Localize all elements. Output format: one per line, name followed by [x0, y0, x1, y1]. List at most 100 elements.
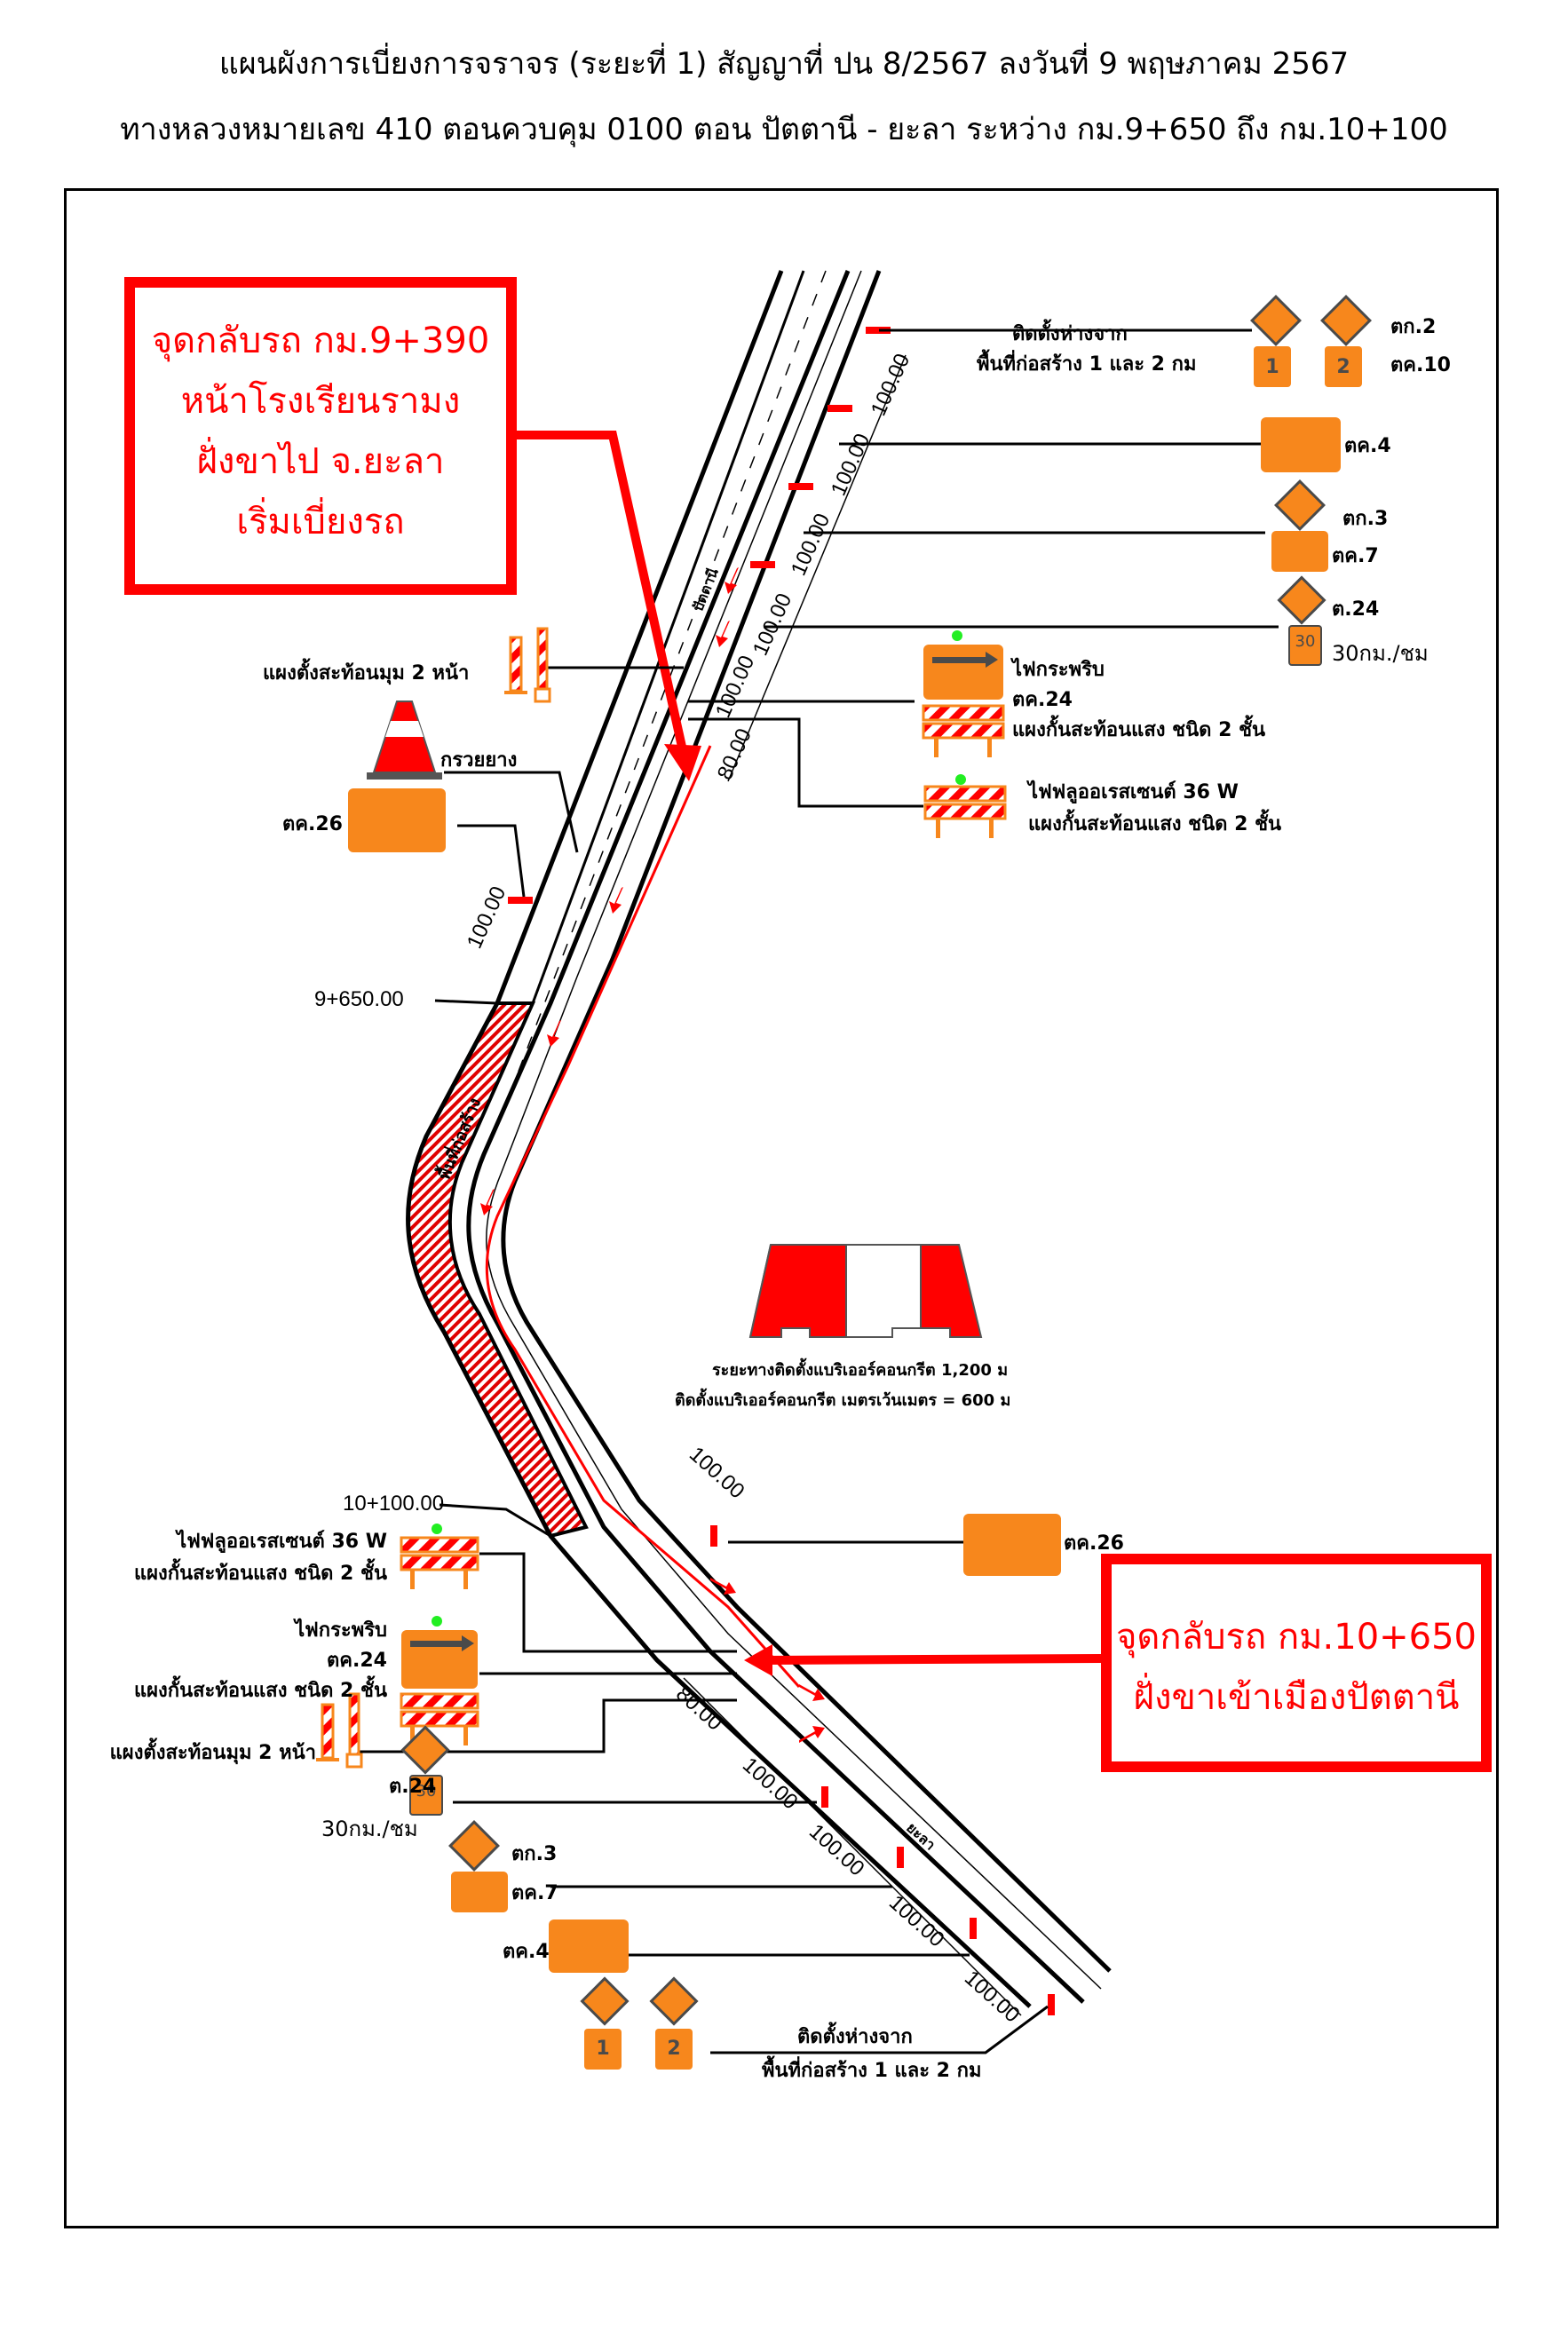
- dim-text: 100.00: [867, 350, 915, 419]
- dim-text: 100.00: [787, 510, 835, 579]
- corner-post-label-south: แผงตั้งสะท้อนมุม 2 หน้า: [109, 1742, 316, 1764]
- flagman-sign-south: [448, 1820, 500, 1872]
- dim-text: 100.00: [960, 1966, 1025, 2027]
- barrier-note-2: ติดตั้งแบริเออร์คอนกรีต เมตรเว้นเมตร = 6…: [675, 1391, 1011, 1410]
- traffic-cone-icon: [367, 700, 442, 780]
- callout-line: เริ่มเบี่ยงรถ: [236, 502, 405, 542]
- code-tk2: ตก.2: [1390, 316, 1437, 338]
- code-t24-south: ต.24: [389, 1776, 437, 1798]
- callout-north-arrowhead: [664, 744, 701, 781]
- barricade-north: [923, 774, 1007, 838]
- station-end: 10+100.00: [343, 1492, 445, 1516]
- barrier-label-north: แผงกั้นสะท้อนแสง ชนิด 2 ชั้น: [1012, 719, 1266, 741]
- north-distance-note-1: ติดตั้งห่างจาก: [1012, 323, 1128, 345]
- sign-post-marker: [750, 561, 775, 568]
- dim-text: 100.00: [685, 1442, 749, 1503]
- tk24-label-south: ตค.24: [327, 1650, 387, 1672]
- south-dimension-line: [683, 1677, 1022, 2016]
- sign-post-marker: [828, 405, 852, 412]
- speed-label: 30กม./ชม: [1332, 641, 1429, 666]
- north-dim-texts: 100.00 100.00 100.00 100.00 100.00 80.00…: [463, 350, 915, 952]
- callout-north-pointer: [517, 431, 688, 756]
- plate-number-2: 2: [1336, 356, 1350, 378]
- sign-post-marker: [821, 1786, 828, 1808]
- sign-post-marker: [710, 1525, 717, 1547]
- end-of-construction-sign: [348, 788, 446, 852]
- arrow-board-north: [922, 630, 1005, 757]
- code-tk3: ตก.3: [1342, 508, 1389, 530]
- warning-sign-tk2-2: [1320, 295, 1372, 346]
- lane-narrows-sign-south: [400, 1725, 450, 1775]
- reduce-speed-sign-south: [451, 1872, 508, 1912]
- barrier-note-1: ระยะทางติดตั้งแบริเออร์คอนกรีต 1,200 ม: [712, 1361, 1009, 1380]
- code-tk10: ตค.10: [1390, 354, 1451, 376]
- red-arrow: [725, 567, 739, 594]
- traffic-arrows: [480, 567, 825, 1743]
- road-work-ahead-sign: [1261, 417, 1341, 472]
- barrier-label-south: แผงกั้นสะท้อนแสง ชนิด 2 ชั้น: [133, 1563, 387, 1585]
- plate-number-south-2: 2: [667, 2038, 680, 2060]
- red-arrow: [710, 1578, 736, 1595]
- code-t24: ต.24: [1332, 598, 1380, 621]
- barrier-label-north-2: แผงกั้นสะท้อนแสง ชนิด 2 ชั้น: [1028, 813, 1282, 835]
- corner-post-icon-south: [316, 1692, 363, 1769]
- barricade-south: [400, 1524, 479, 1589]
- flasher-label-south: ไฟกระพริบ: [295, 1619, 387, 1642]
- north-dimension-line: [727, 354, 907, 782]
- distance-plate-south-1: [584, 2029, 622, 2070]
- dim-text: 80.00: [671, 1682, 727, 1735]
- plan-subtitle: ทางหลวงหมายเลข 410 ตอนควบคุม 0100 ตอน ปั…: [120, 112, 1448, 147]
- callout-south-pointer: [763, 1654, 1102, 1665]
- warning-sign-south-2: [649, 1976, 699, 2026]
- north-distance-note-2: พื้นที่ก่อสร้าง 1 และ 2 กม: [977, 353, 1197, 376]
- tk26-label-south: ตค.26: [1064, 1532, 1124, 1555]
- code-tk3-south: ตก.3: [511, 1843, 558, 1865]
- sign-post-marker: [866, 327, 891, 334]
- plate-number-south-1: 1: [596, 2038, 609, 2060]
- callout-south-arrowhead: [744, 1644, 772, 1676]
- plate-number-1: 1: [1265, 356, 1279, 378]
- red-arrow: [799, 1726, 825, 1743]
- corner-post-label-north: แผงตั้งสะท้อนมุม 2 หน้า: [263, 662, 470, 685]
- speed-number-south: 30: [416, 1782, 437, 1801]
- concrete-barrier-icon: [748, 1244, 983, 1338]
- fluorescent-label-south: ไฟฟลูออเรสเซนต์ 36 W: [177, 1531, 387, 1553]
- distance-plate-south-2: [655, 2029, 693, 2070]
- flagman-sign: [1274, 479, 1326, 531]
- callout-line: ฝั่งขาไป จ.ยะลา: [196, 441, 445, 482]
- sign-post-marker: [897, 1847, 904, 1868]
- dim-text: 80.00: [713, 725, 756, 784]
- flasher-label-north: ไฟกระพริบ: [1012, 659, 1105, 681]
- red-arrow: [480, 1189, 495, 1215]
- cone-label: กรวยยาง: [440, 749, 518, 772]
- drawing-frame: [64, 188, 1499, 2228]
- end-of-construction-sign-south: [963, 1514, 1061, 1576]
- sign-post-marker: [508, 897, 533, 904]
- callout-line: ฝั่งขาเข้าเมืองปัตตานี: [1133, 1677, 1460, 1718]
- detour-traffic-lines: [485, 745, 801, 1688]
- corner-post-icon-north: [504, 627, 551, 703]
- barrier-label-south-2: แผงกั้นสะท้อนแสง ชนิด 2 ชั้น: [133, 1680, 387, 1702]
- dim-text: 100.00: [463, 883, 511, 952]
- sign-post-marker: [788, 483, 813, 490]
- speed-label-south: 30กม./ชม: [321, 1817, 418, 1841]
- fluorescent-label-north: ไฟฟลูออเรสเซนต์ 36 W: [1028, 781, 1239, 803]
- callout-line: หน้าโรงเรียนรามง: [180, 381, 461, 422]
- arrow-board-south: [400, 1616, 479, 1745]
- red-arrow: [799, 1684, 825, 1701]
- tk24-label-north: ตค.24: [1012, 689, 1073, 711]
- speed-number: 30: [1295, 632, 1316, 651]
- speed-limit-sign: [1288, 625, 1322, 666]
- south-distance-note-1: ติดตั้งห่างจาก: [797, 2026, 913, 2048]
- speed-limit-sign-south: [409, 1775, 443, 1816]
- sign-post-marker: [1048, 1994, 1055, 2015]
- code-tk7: ตค.7: [1332, 545, 1379, 567]
- red-arrow: [609, 887, 623, 914]
- dim-text: 100.00: [748, 590, 797, 659]
- warning-sign-tk2-1: [1250, 295, 1302, 346]
- plan-title: แผนผังการเบี่ยงการจราจร (ระยะที่ 1) สัญญ…: [218, 46, 1350, 82]
- red-arrow: [716, 621, 730, 647]
- dim-text: 100.00: [827, 430, 875, 499]
- north-sign-posts: [508, 327, 891, 904]
